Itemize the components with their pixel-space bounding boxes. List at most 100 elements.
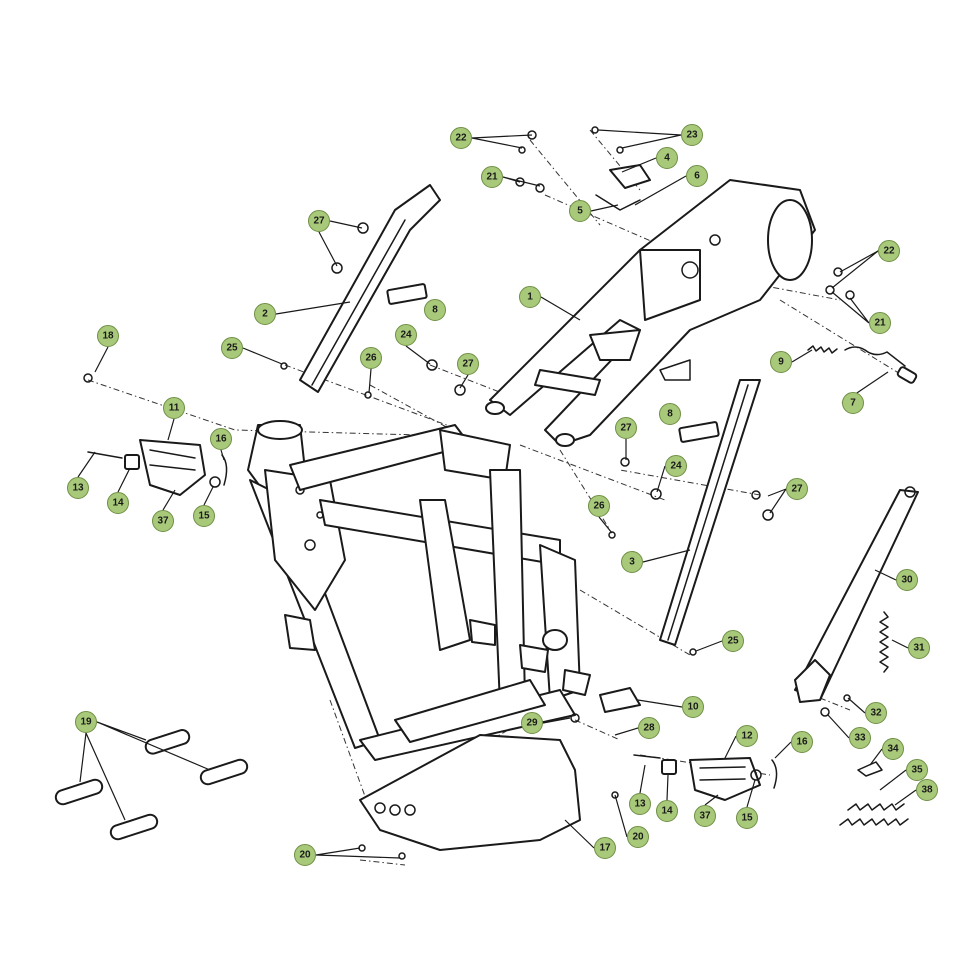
callout-number: 26 — [365, 353, 377, 364]
callout-13: 13 — [67, 477, 89, 499]
cable — [844, 346, 918, 384]
callout-35: 35 — [906, 759, 928, 781]
callout-number: 26 — [593, 501, 605, 512]
callout-7: 7 — [842, 392, 864, 414]
callout-9: 9 — [770, 351, 792, 373]
callout-number: 30 — [901, 575, 913, 586]
callout-16: 16 — [210, 428, 232, 450]
main-frame — [247, 420, 591, 761]
hardware — [83, 126, 883, 860]
callout-number: 13 — [634, 799, 646, 810]
callout-circle — [97, 325, 119, 347]
callout-number: 6 — [694, 171, 700, 182]
callout-33: 33 — [849, 727, 871, 749]
callout-circle — [621, 551, 643, 573]
callout-number: 8 — [667, 409, 673, 420]
callout-28: 28 — [638, 717, 660, 739]
rear-subframe — [485, 179, 816, 447]
callout-number: 34 — [887, 744, 899, 755]
callout-number: 25 — [226, 343, 238, 354]
callout-26: 26 — [588, 495, 610, 517]
callout-37: 37 — [694, 805, 716, 827]
callout-circle — [665, 455, 687, 477]
callout-21: 21 — [481, 166, 503, 188]
callout-number: 16 — [215, 434, 227, 445]
callout-circle — [457, 353, 479, 375]
callout-23: 23 — [681, 124, 703, 146]
callout-number: 21 — [486, 172, 498, 183]
callout-number: 4 — [664, 153, 670, 164]
callout-number: 14 — [112, 498, 124, 509]
callout-number: 5 — [577, 206, 583, 217]
callout-27: 27 — [308, 210, 330, 232]
callout-13: 13 — [629, 793, 651, 815]
callout-27: 27 — [615, 417, 637, 439]
callout-number: 33 — [854, 733, 866, 744]
callout-circle — [193, 505, 215, 527]
callout-number: 29 — [526, 718, 538, 729]
callout-number: 14 — [661, 806, 673, 817]
callout-24: 24 — [395, 324, 417, 346]
callout-circle — [519, 286, 541, 308]
callout-number: 17 — [599, 843, 611, 854]
callout-31: 31 — [908, 637, 930, 659]
callout-number: 3 — [629, 557, 635, 568]
callout-number: 1 — [527, 292, 533, 303]
callout-number: 38 — [921, 785, 933, 796]
callout-30: 30 — [896, 569, 918, 591]
callout-number: 20 — [299, 850, 311, 861]
callout-25: 25 — [722, 630, 744, 652]
callout-number: 32 — [870, 708, 882, 719]
callout-21: 21 — [869, 312, 891, 334]
left-side-rail — [299, 184, 441, 393]
callout-circle — [908, 637, 930, 659]
callout-circle — [163, 397, 185, 419]
callout-27: 27 — [786, 478, 808, 500]
callout-circle — [842, 392, 864, 414]
callout-circle — [627, 826, 649, 848]
callout-number: 19 — [80, 717, 92, 728]
callout-circle — [656, 800, 678, 822]
callout-circle — [682, 696, 704, 718]
callout-circle — [569, 200, 591, 222]
callout-circle — [254, 303, 276, 325]
callout-25: 25 — [221, 337, 243, 359]
callout-number: 27 — [313, 216, 325, 227]
callout-circle — [681, 124, 703, 146]
callout-38: 38 — [916, 779, 938, 801]
callout-circle — [882, 738, 904, 760]
callout-2: 2 — [254, 303, 276, 325]
callout-circle — [865, 702, 887, 724]
callout-22: 22 — [450, 127, 472, 149]
callout-number: 37 — [699, 811, 711, 822]
callout-circle — [67, 477, 89, 499]
callout-circle — [594, 837, 616, 859]
callout-number: 20 — [632, 832, 644, 843]
callout-number: 24 — [670, 461, 682, 472]
callout-number: 37 — [157, 516, 169, 527]
callout-12: 12 — [736, 725, 758, 747]
callout-circle — [210, 428, 232, 450]
callout-8: 8 — [424, 299, 446, 321]
callout-circle — [659, 403, 681, 425]
callout-20: 20 — [294, 844, 316, 866]
callout-11: 11 — [163, 397, 185, 419]
callout-number: 12 — [741, 731, 753, 742]
callout-circle — [896, 569, 918, 591]
callout-circle — [786, 478, 808, 500]
callout-3: 3 — [621, 551, 643, 573]
callout-circle — [686, 165, 708, 187]
callout-32: 32 — [865, 702, 887, 724]
callout-circle — [916, 779, 938, 801]
springs — [807, 345, 909, 826]
callout-18: 18 — [97, 325, 119, 347]
callout-circle — [75, 711, 97, 733]
callout-number: 28 — [643, 723, 655, 734]
callout-15: 15 — [736, 807, 758, 829]
callout-5: 5 — [569, 200, 591, 222]
callout-27: 27 — [457, 353, 479, 375]
callout-circle — [221, 337, 243, 359]
callout-number: 15 — [741, 813, 753, 824]
callout-circle — [294, 844, 316, 866]
